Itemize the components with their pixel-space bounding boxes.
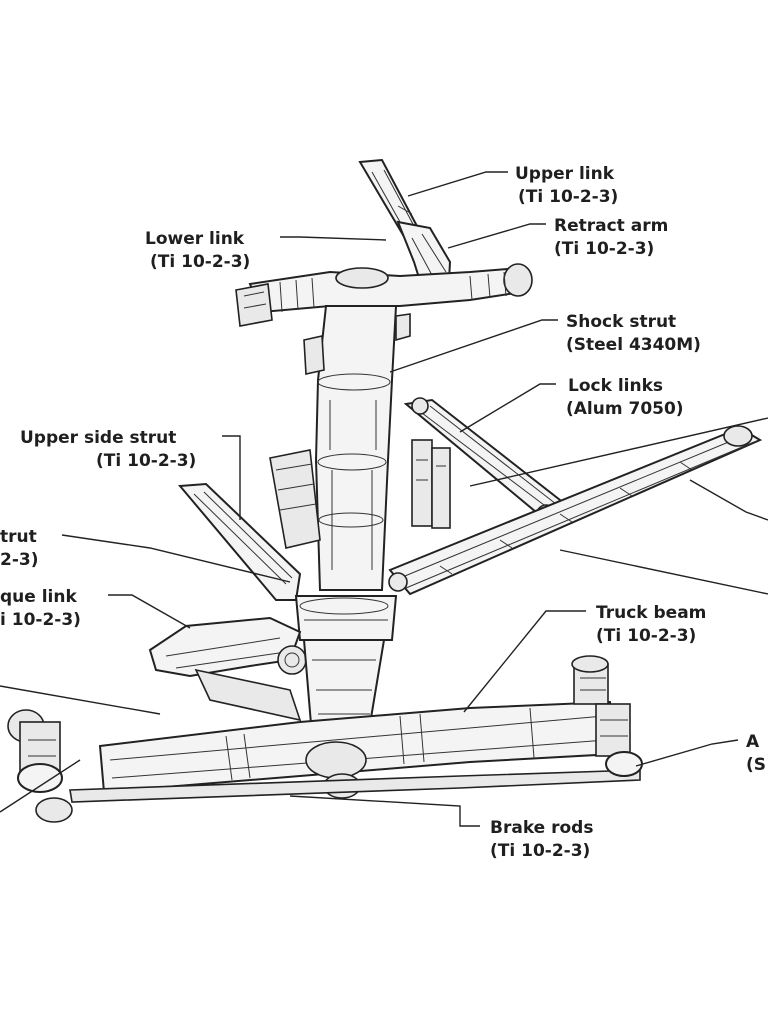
leader-torque-link-cut	[108, 594, 191, 629]
side-strut-cut-material: 2-3)	[0, 550, 38, 570]
shock-strut-label: Shock strut	[566, 312, 676, 332]
leader-side-strut-cut	[61, 534, 291, 583]
lock-links-material: (Alum 7050)	[566, 399, 684, 419]
leader-truck-beam	[463, 610, 586, 713]
landing-gear-illustration	[7, 158, 763, 823]
truck-beam-label: Truck beam	[596, 603, 706, 623]
lower-link-label: Lower link	[145, 229, 245, 249]
callout-labels: Upper link (Ti 10-2-3) Retract arm (Ti 1…	[0, 164, 766, 861]
retract-arm-material: (Ti 10-2-3)	[554, 239, 654, 259]
shock-strut-part	[314, 305, 398, 591]
leader-axle-cut	[635, 739, 739, 767]
shock-strut-material: (Steel 4340M)	[566, 335, 701, 355]
retract-arm-label: Retract arm	[554, 216, 668, 236]
leader-left-edge-1	[0, 685, 161, 715]
right-axle-part	[571, 655, 643, 777]
lock-links-label: Lock links	[568, 376, 663, 396]
leader-right-edge-3	[559, 549, 768, 595]
leader-lock-links	[459, 383, 556, 433]
leader-upper-link	[407, 171, 508, 197]
leader-lower-link	[280, 236, 387, 241]
leader-right-edge-1	[469, 417, 768, 487]
leader-right-edge-2	[689, 479, 768, 521]
leader-upper-side-strut	[222, 435, 241, 520]
leader-left-edge-2	[0, 759, 81, 813]
leader-brake-rods	[289, 795, 480, 827]
leader-retract-arm	[447, 223, 546, 249]
leader-lines	[0, 171, 768, 827]
upper-link-label: Upper link	[515, 164, 615, 184]
brake-rods-label: Brake rods	[490, 818, 593, 838]
leader-shock-strut	[389, 319, 558, 373]
brake-rods-material: (Ti 10-2-3)	[490, 841, 590, 861]
left-axle-part	[7, 709, 73, 823]
brake-rods-part	[69, 769, 641, 803]
side-strut-cut-label: trut	[0, 527, 37, 547]
upper-link-material: (Ti 10-2-3)	[518, 187, 618, 207]
lower-link-material: (Ti 10-2-3)	[150, 252, 250, 272]
upper-side-strut-label: Upper side strut	[20, 428, 176, 448]
torque-link-cut-label: que link	[0, 587, 77, 607]
axle-cut-label: A	[746, 732, 760, 752]
torque-link-cut-material: i 10-2-3)	[0, 610, 81, 630]
axle-cut-material: (S	[746, 755, 766, 775]
truck-beam-material: (Ti 10-2-3)	[596, 626, 696, 646]
upper-side-strut-material: (Ti 10-2-3)	[96, 451, 196, 471]
upper-side-strut-part	[177, 482, 302, 601]
